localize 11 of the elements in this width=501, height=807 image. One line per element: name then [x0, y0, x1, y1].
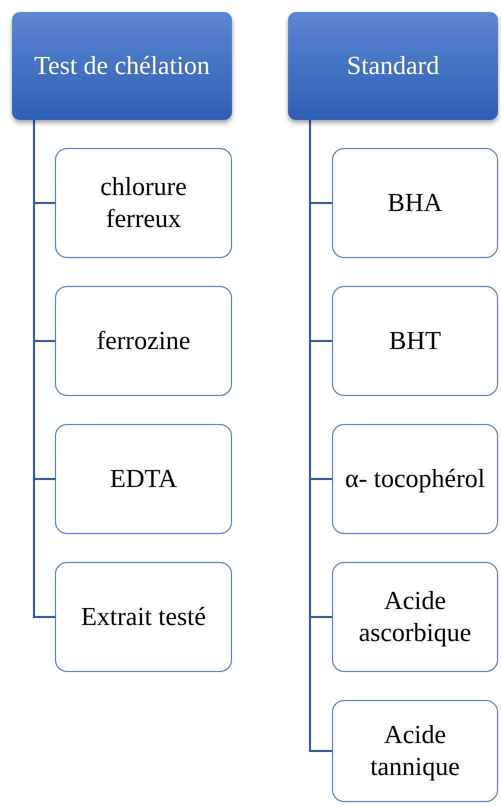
item-box: Acide ascorbique [332, 562, 498, 672]
category-header-box: Standard [288, 12, 498, 120]
category-header-box: Test de chélation [12, 12, 232, 120]
item-box: Extrait testé [55, 562, 232, 672]
item-box: α- tocophérol [332, 424, 498, 534]
item-box: EDTA [55, 424, 232, 534]
item-box: ferrozine [55, 286, 232, 396]
item-box: BHT [332, 286, 498, 396]
item-box: Acide tannique [332, 700, 498, 802]
item-box: chlorure ferreux [55, 148, 232, 258]
item-box: BHA [332, 148, 498, 258]
